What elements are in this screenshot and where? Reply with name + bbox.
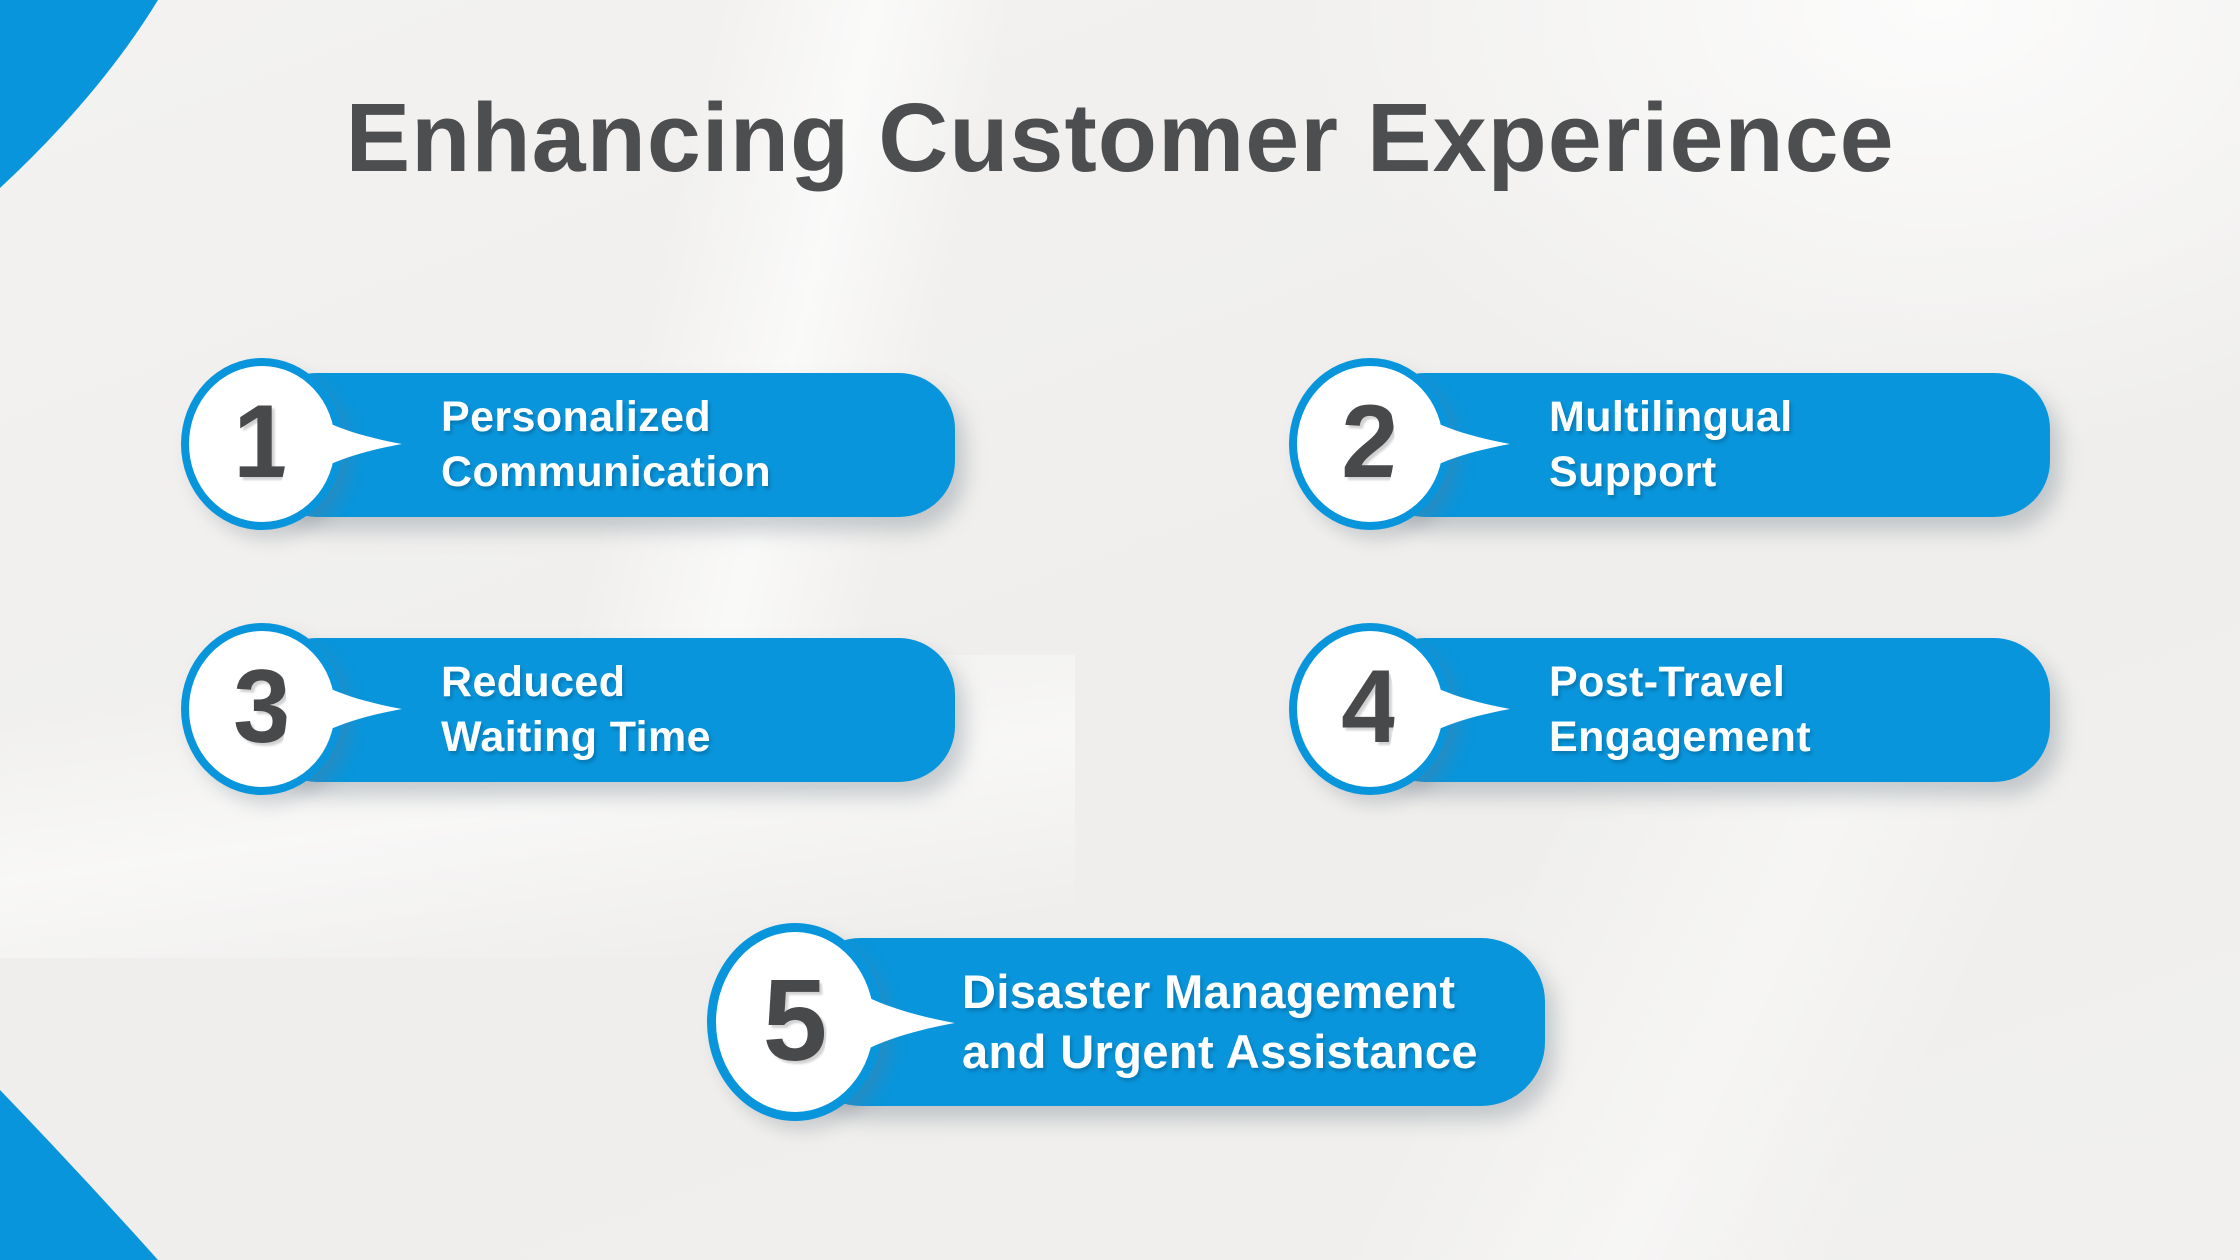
- step-number-circle: 1: [181, 358, 343, 530]
- corner-curve-icon: [0, 0, 158, 188]
- corner-accent-bottom-left: [0, 1085, 165, 1260]
- arrow-pointer-icon: [815, 963, 955, 1083]
- step-label: Disaster Management and Urgent Assistanc…: [962, 965, 1478, 1078]
- arrow-pointer-icon: [276, 390, 402, 498]
- arrow-pointer-icon: [1384, 655, 1510, 763]
- step-number: 1: [233, 384, 291, 500]
- corner-accent-top-left: [0, 0, 170, 195]
- corner-curve-icon: [0, 1090, 158, 1260]
- arrow-pointer-icon: [1384, 390, 1510, 498]
- page-title: Enhancing Customer Experience: [345, 83, 1895, 192]
- arrow-pointer-icon: [276, 655, 402, 763]
- step-number: 5: [762, 955, 828, 1085]
- step-number: 4: [1341, 649, 1399, 765]
- step-label: Post-Travel Engagement: [1549, 658, 1812, 761]
